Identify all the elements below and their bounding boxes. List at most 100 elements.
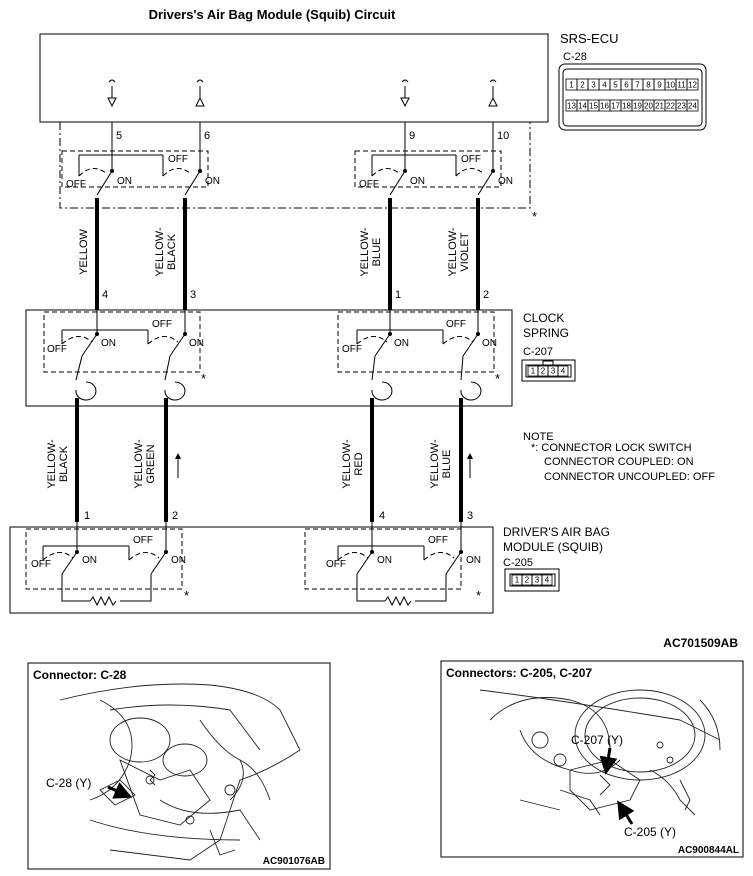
- cs-lock-switch-group-left: [43, 311, 201, 373]
- module-sw1-on: ON: [82, 555, 97, 566]
- clock-spring-box: [25, 309, 513, 407]
- c28-cell-12: [686, 78, 699, 91]
- cs-sw3-on: ON: [394, 338, 409, 349]
- dashboard-sketch-left: [59, 683, 301, 861]
- c207-pin-4: 4: [561, 367, 566, 376]
- diagram-title: Drivers's Air Bag Module (Squib) Circuit: [149, 7, 396, 22]
- left-panel-title: Connector: C-28: [33, 668, 127, 682]
- ecu-lock-switches: [78, 154, 495, 196]
- c28-pin-2: 2: [580, 81, 585, 90]
- c28-pin-3: 3: [591, 81, 596, 90]
- right-callout-arrow-top: [599, 747, 618, 775]
- svg-text:RED: RED: [353, 452, 365, 475]
- module-sw4-off: OFF: [428, 535, 448, 546]
- module-label-2: MODULE (SQUIB): [503, 540, 603, 554]
- cs-sw1-on: ON: [101, 338, 116, 349]
- ecu-sw3-on: ON: [410, 176, 425, 187]
- right-connector-panel: [440, 660, 744, 858]
- right-callout-c205: C-205 (Y): [624, 825, 676, 839]
- label-yellow: YELLOW: [78, 228, 90, 274]
- c28-pin-10: 10: [666, 81, 675, 90]
- cs-terminal-2: 2: [483, 289, 489, 301]
- c28-pin-7: 7: [635, 81, 640, 90]
- c205-pin-3: 3: [535, 576, 540, 585]
- ecu-asterisk: *: [532, 209, 537, 224]
- cs-left-asterisk: *: [201, 371, 206, 386]
- svg-text:YELLOW-: YELLOW-: [154, 227, 166, 277]
- ecu-terminal-9: 9: [409, 130, 415, 142]
- module-sw2-on: ON: [171, 555, 186, 566]
- c28-pin-12: 12: [688, 81, 697, 90]
- right-panel-title: Connectors: C-205, C-207: [446, 666, 592, 680]
- c205-pin-4: 4: [545, 576, 550, 585]
- label-yellow-violet: YELLOW- VIOLET: [447, 227, 471, 277]
- cs-right-asterisk: *: [495, 371, 500, 386]
- label-yellow-red: YELLOW- RED: [341, 439, 365, 489]
- module-terminal-3: 3: [467, 510, 473, 522]
- steering-wheel-sketch: [479, 689, 721, 816]
- module-sw3-off: OFF: [326, 559, 346, 570]
- srs-ecu-box: [39, 33, 549, 123]
- ecu-terminal-symbols: [107, 79, 498, 108]
- cs-sw1-off: OFF: [47, 344, 67, 355]
- c28-cell-24: [686, 99, 699, 112]
- cs-sw4-on: ON: [482, 338, 497, 349]
- module-sw4-on: ON: [466, 555, 481, 566]
- label-yellow-blue-upper: YELLOW- BLUE: [359, 227, 383, 277]
- cs-terminal-3: 3: [190, 289, 196, 301]
- ecu-terminal-5: 5: [116, 130, 122, 142]
- cs-sw3-off: OFF: [342, 344, 362, 355]
- svg-text:YELLOW-: YELLOW-: [447, 227, 459, 277]
- left-panel-code: AC901076AB: [263, 856, 325, 867]
- cs-sw2-off: OFF: [152, 319, 172, 330]
- c28-pin-4: 4: [602, 81, 607, 90]
- ecu-sw1-off: OFF: [66, 179, 86, 190]
- c28-pin-15: 15: [589, 102, 598, 111]
- ecu-lock-switch-group-right: [354, 150, 502, 188]
- module-sw2-off: OFF: [133, 535, 153, 546]
- left-callout-arrow: [107, 782, 133, 799]
- c28-pin-9: 9: [657, 81, 662, 90]
- right-panel-code: AC900844AL: [678, 845, 739, 856]
- c207-cell-4: [557, 365, 569, 377]
- c28-pin-19: 19: [633, 102, 642, 111]
- ecu-sw4-on: ON: [498, 176, 513, 187]
- ecu-connector-boundary: [59, 122, 531, 209]
- module-lock-switch-group-left: [25, 528, 183, 590]
- module-label-1: DRIVER'S AIR BAG: [503, 525, 610, 539]
- svg-text:YELLOW: YELLOW: [78, 228, 90, 274]
- cs-lock-switches: [61, 310, 480, 381]
- module-right-asterisk: *: [476, 588, 481, 603]
- ecu-sw2-off: OFF: [168, 154, 188, 165]
- c28-pin-6: 6: [624, 81, 629, 90]
- left-callout-c28: C-28 (Y): [46, 776, 91, 790]
- ecu-sw1-on: ON: [117, 176, 132, 187]
- c28-pin-1: 1: [569, 81, 574, 90]
- note-line-2: CONNECTOR COUPLED: ON: [544, 456, 694, 468]
- c207-pin-1: 1: [531, 367, 536, 376]
- srs-ecu-connector-id: C-28: [563, 51, 587, 63]
- srs-ecu-label: SRS-ECU: [560, 31, 619, 46]
- clock-spring-label-2: SPRING: [523, 326, 569, 340]
- note-line-1: *: CONNECTOR LOCK SWITCH: [531, 442, 692, 454]
- clock-spring-label-1: CLOCK: [523, 311, 564, 325]
- svg-text:BLACK: BLACK: [58, 445, 70, 482]
- svg-text:YELLOW-: YELLOW-: [359, 227, 371, 277]
- c28-pin-13: 13: [567, 102, 576, 111]
- c205-pin-1: 1: [515, 576, 520, 585]
- module-connector-id: C-205: [503, 557, 533, 569]
- clock-spring-coils: [75, 381, 482, 401]
- c28-pin-17: 17: [611, 102, 620, 111]
- right-callout-arrow-bottom: [617, 800, 635, 825]
- svg-text:YELLOW-: YELLOW-: [133, 439, 145, 489]
- label-yellow-black-lower: YELLOW- BLACK: [46, 439, 70, 489]
- note-heading: NOTE: [523, 431, 554, 443]
- ecu-sw2-on: ON: [205, 176, 220, 187]
- cs-terminal-4: 4: [102, 289, 108, 301]
- module-lock-switch-group-right: [304, 528, 462, 590]
- cs-lock-switch-group-right: [337, 311, 495, 373]
- c28-pin-18: 18: [622, 102, 631, 111]
